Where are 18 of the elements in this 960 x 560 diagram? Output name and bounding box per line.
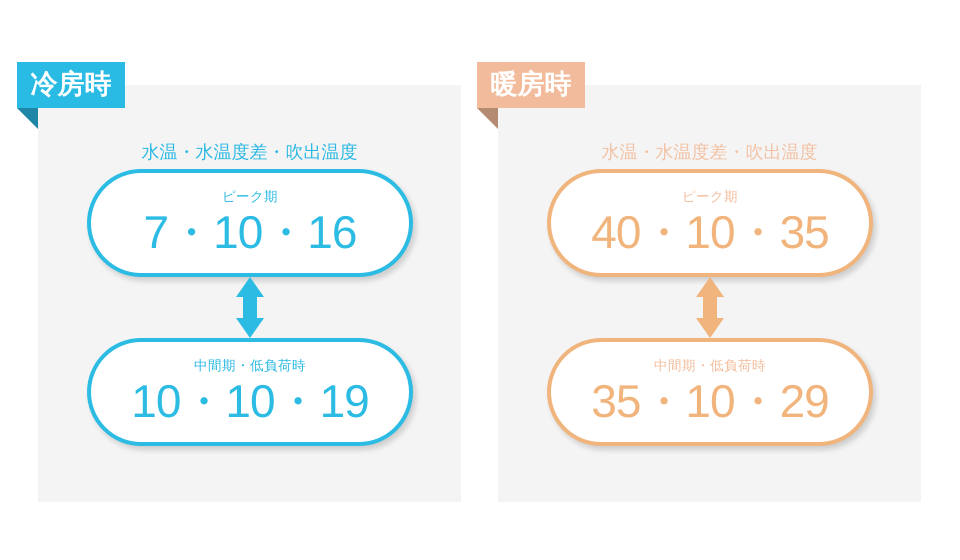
subheading: 水温・水温度差・吹出温度: [142, 143, 358, 163]
title-tag: 冷房時: [17, 62, 125, 108]
period-label: ピーク期: [682, 190, 738, 204]
value-text: 40・10・35: [591, 209, 829, 255]
subheading: 水温・水温度差・吹出温度: [602, 143, 818, 163]
title-tag: 暖房時: [477, 62, 585, 108]
period-label: ピーク期: [222, 190, 278, 204]
pill-box: [87, 169, 413, 277]
pill-box: [87, 338, 413, 446]
double-arrow: [236, 277, 264, 338]
value-text: 7・10・16: [144, 209, 356, 255]
period-label: 中間期・低負荷時: [654, 359, 766, 373]
pill-box: [547, 338, 873, 446]
pill-box: [547, 169, 873, 277]
value-text: 10・10・19: [131, 378, 369, 424]
value-text: 35・10・29: [591, 378, 829, 424]
period-label: 中間期・低負荷時: [194, 359, 306, 373]
double-arrow: [696, 277, 724, 338]
